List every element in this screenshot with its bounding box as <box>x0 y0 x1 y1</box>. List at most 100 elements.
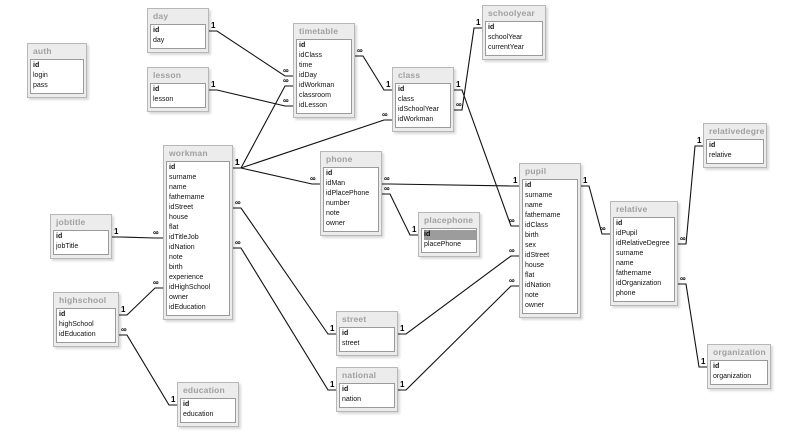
field[interactable]: idTitleJob <box>169 234 199 241</box>
table-title[interactable]: organization <box>713 347 766 357</box>
relationship-line[interactable] <box>678 145 703 245</box>
field[interactable]: time <box>299 62 313 69</box>
table-title[interactable]: relative <box>616 204 648 214</box>
field[interactable]: currentYear <box>488 44 524 51</box>
relationship-line[interactable] <box>233 247 336 391</box>
table-title[interactable]: placephone <box>424 215 474 225</box>
field[interactable]: experience <box>169 274 204 281</box>
field[interactable]: login <box>33 72 48 79</box>
field[interactable]: class <box>398 96 414 103</box>
primary-key-field[interactable]: id <box>326 170 333 177</box>
primary-key-field[interactable]: id <box>709 142 716 149</box>
field[interactable]: house <box>169 214 189 221</box>
field[interactable]: idMan <box>326 180 346 187</box>
table-workman[interactable]: workman id surname name fathername idStreet ho… <box>163 145 233 320</box>
table-title[interactable]: workman <box>169 148 208 158</box>
field[interactable]: surname <box>169 174 197 181</box>
table-title[interactable]: phone <box>326 154 353 164</box>
table-title[interactable]: timetable <box>299 26 339 36</box>
primary-key-field[interactable]: id <box>525 182 532 189</box>
relationship-line[interactable] <box>454 27 482 111</box>
primary-key-field[interactable]: id <box>59 311 66 318</box>
field[interactable]: lesson <box>153 96 174 103</box>
field[interactable]: idPlacePhone <box>326 190 370 197</box>
primary-key-field[interactable]: id <box>713 363 720 370</box>
field[interactable]: day <box>153 37 165 44</box>
primary-key-field[interactable]: id <box>299 42 306 49</box>
table-title[interactable]: relativedegree <box>709 126 764 136</box>
primary-key-field[interactable]: id <box>153 86 160 93</box>
table-organization[interactable]: organization id organization <box>707 344 771 389</box>
field[interactable]: note <box>326 210 340 217</box>
table-title[interactable]: auth <box>33 46 52 56</box>
field[interactable]: flat <box>169 224 179 231</box>
primary-key-field[interactable]: id <box>424 230 476 240</box>
field[interactable]: name <box>169 184 187 191</box>
field[interactable]: idStreet <box>169 204 194 211</box>
table-title[interactable]: street <box>342 314 367 324</box>
table-title[interactable]: national <box>342 370 377 380</box>
field[interactable]: idRelativeDegree <box>616 240 670 247</box>
field[interactable]: flat <box>525 272 535 279</box>
relationship-line[interactable] <box>209 89 293 107</box>
field[interactable]: fathername <box>169 194 205 201</box>
primary-key-field[interactable]: id <box>169 164 176 171</box>
primary-key-field[interactable]: id <box>398 86 405 93</box>
field[interactable]: education <box>183 411 214 418</box>
field[interactable]: idLesson <box>299 102 328 109</box>
field[interactable]: idPupil <box>616 230 638 237</box>
relationship-line[interactable] <box>209 30 293 77</box>
field[interactable]: birth <box>169 264 183 271</box>
field[interactable]: idHighSchool <box>169 284 211 291</box>
field[interactable]: idEducation <box>59 331 96 338</box>
field[interactable]: highSchool <box>59 321 94 328</box>
relationship-line[interactable] <box>233 167 320 185</box>
field[interactable]: house <box>525 262 545 269</box>
field[interactable]: idWorkman <box>398 116 434 123</box>
table-day[interactable]: day id day <box>147 8 209 53</box>
field[interactable]: organization <box>713 373 752 380</box>
field[interactable]: number <box>326 200 350 207</box>
field[interactable]: idNation <box>525 282 551 289</box>
field[interactable]: idStreet <box>525 252 550 259</box>
table-title[interactable]: education <box>183 385 225 395</box>
field[interactable]: idOrganization <box>616 280 662 287</box>
field[interactable]: schoolYear <box>488 34 523 41</box>
field[interactable]: name <box>616 260 634 267</box>
field[interactable]: owner <box>169 294 189 301</box>
relationship-line[interactable] <box>112 236 163 239</box>
table-title[interactable]: highschool <box>59 295 107 305</box>
relationship-line[interactable] <box>398 285 519 391</box>
table-title[interactable]: day <box>153 11 169 21</box>
field[interactable]: idClass <box>525 222 548 229</box>
field[interactable]: birth <box>525 232 539 239</box>
field[interactable]: surname <box>616 250 644 257</box>
field[interactable]: owner <box>326 220 346 227</box>
primary-key-field[interactable]: id <box>342 386 349 393</box>
table-title[interactable]: schoolyear <box>488 8 535 18</box>
field[interactable]: idNation <box>169 244 195 251</box>
field[interactable]: name <box>525 202 543 209</box>
table-phone[interactable]: phone id idMan idPlacePhone number note owner <box>320 151 382 236</box>
field[interactable]: street <box>342 340 360 347</box>
field[interactable]: phone <box>616 290 636 297</box>
relationship-line[interactable] <box>119 287 163 316</box>
primary-key-field[interactable]: id <box>153 27 160 34</box>
relationship-line[interactable] <box>398 255 519 335</box>
primary-key-field[interactable]: id <box>33 62 40 69</box>
relationship-line[interactable] <box>454 89 519 227</box>
field[interactable]: placePhone <box>424 241 461 248</box>
field[interactable]: note <box>169 254 183 261</box>
field[interactable]: jobTitle <box>56 243 79 250</box>
relationship-line[interactable] <box>678 283 707 368</box>
field[interactable]: idEducation <box>169 304 206 311</box>
